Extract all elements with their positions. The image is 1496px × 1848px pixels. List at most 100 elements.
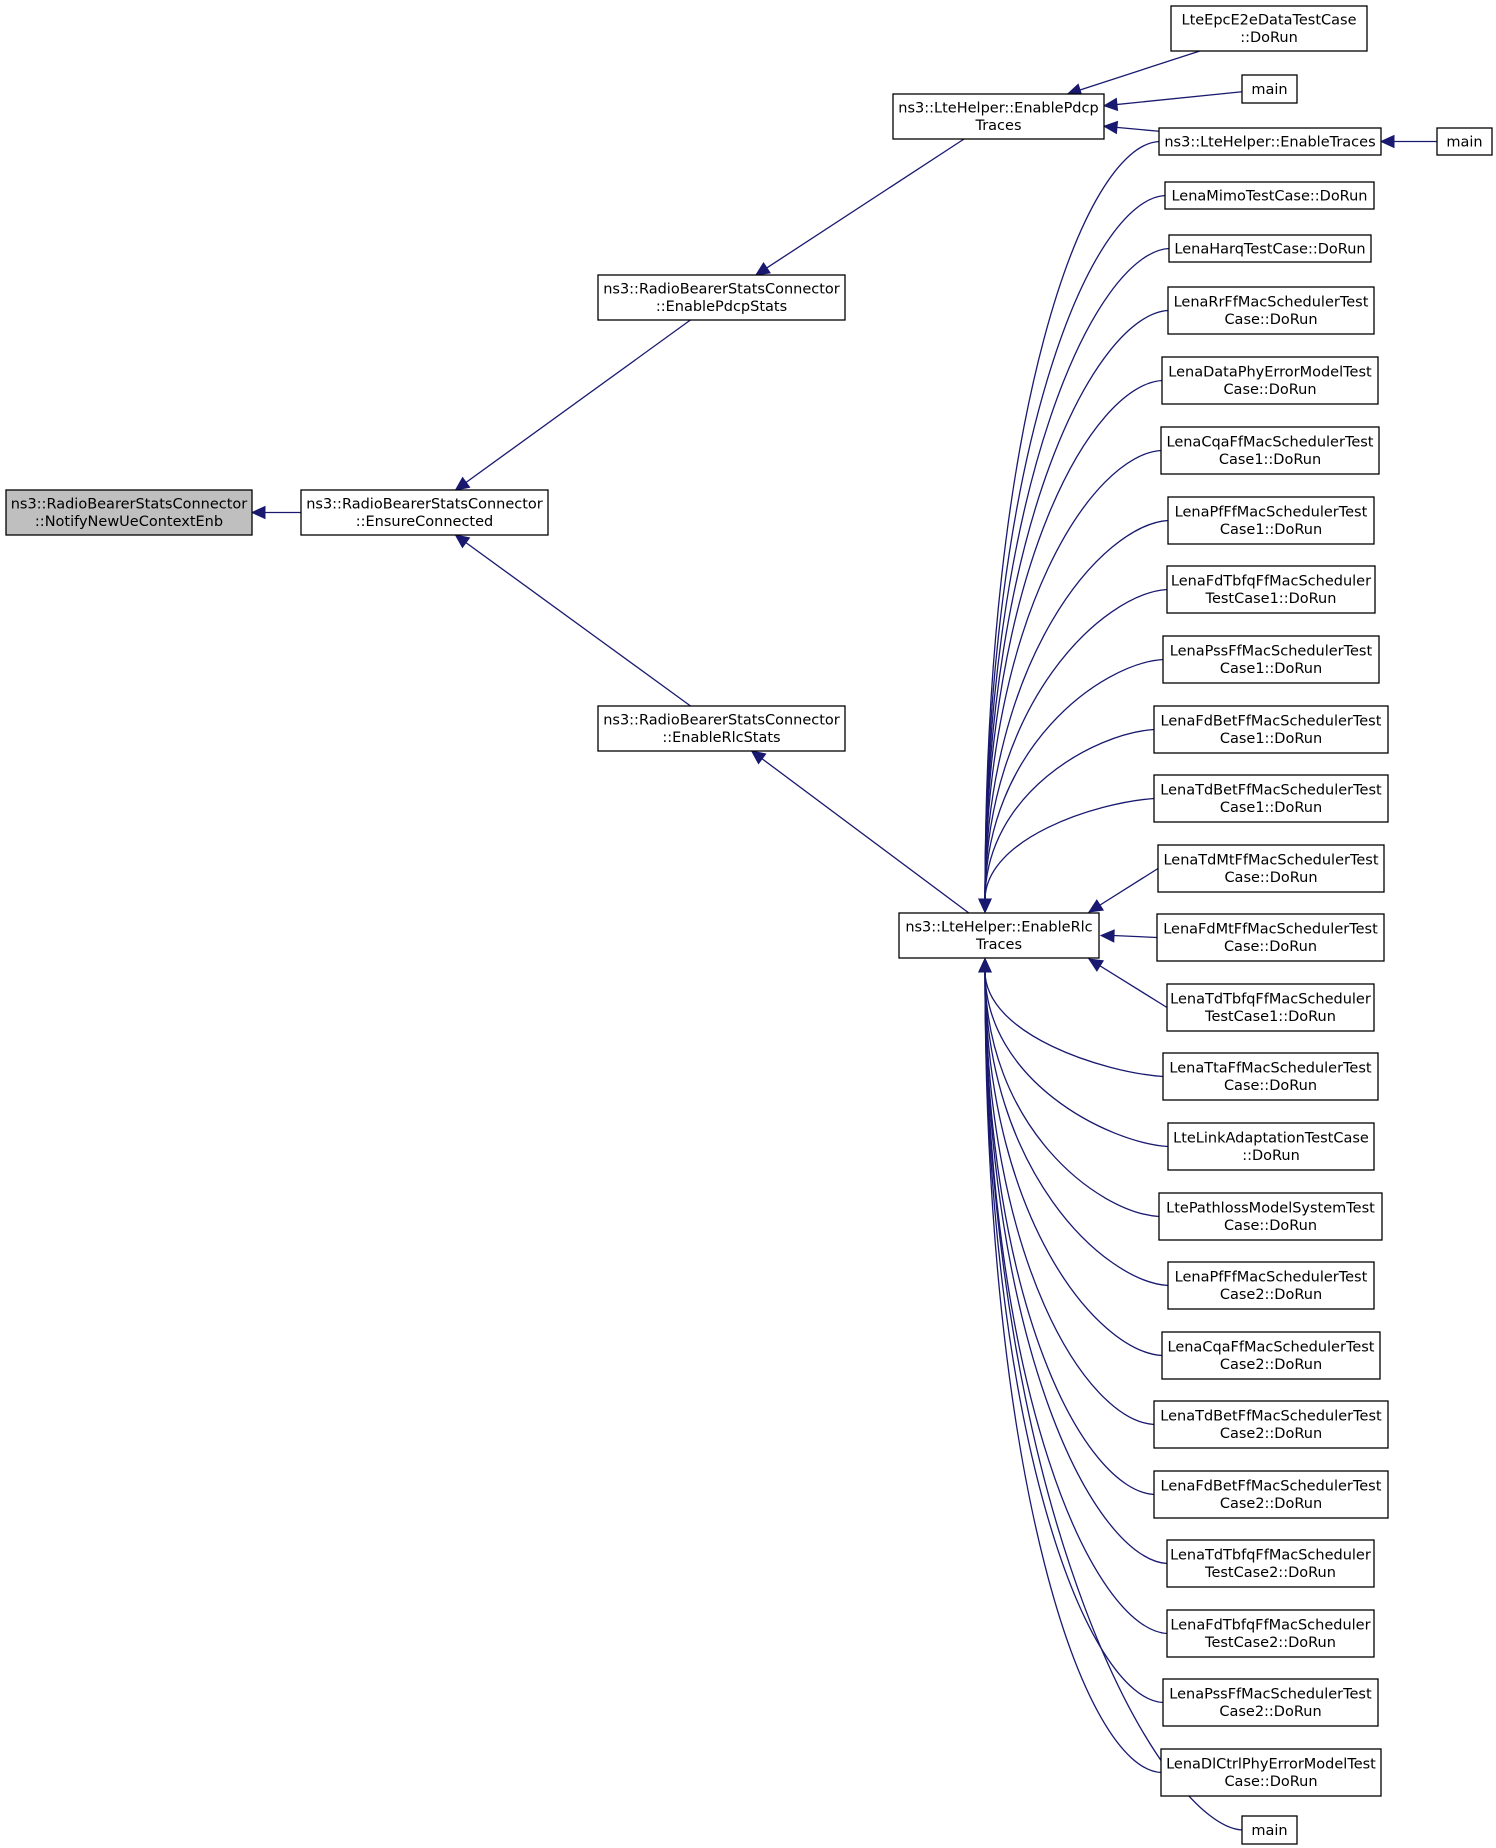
- edge-line: [1112, 934, 1158, 939]
- node-label-line: Case::DoRun: [1224, 1218, 1317, 1234]
- node-box: [898, 912, 1100, 959]
- edge-fdmt-to-rlctraces: [1099, 929, 1158, 943]
- edge-mimo-to-rlctraces: [978, 194, 1166, 914]
- node-box: [1158, 1192, 1383, 1241]
- edge-fdbet2-to-rlctraces: [978, 957, 1155, 1496]
- node-label-line: LenaFdBetFfMacSchedulerTest: [1161, 714, 1382, 730]
- edge-line: [984, 728, 1155, 901]
- node-rlcstats[interactable]: ns3::RadioBearerStatsConnector::EnableRl…: [597, 705, 846, 752]
- edge-line: [984, 140, 1160, 901]
- edge-line: [984, 970, 1155, 1496]
- node-label-line: Case1::DoRun: [1220, 661, 1322, 677]
- node-label-line: Traces: [974, 118, 1021, 134]
- edge-line: [984, 658, 1164, 901]
- node-ensure[interactable]: ns3::RadioBearerStatsConnector::EnsureCo…: [300, 489, 549, 536]
- node-label-line: LteLinkAdaptationTestCase: [1173, 1131, 1369, 1147]
- edge-harq-to-rlctraces: [978, 247, 1170, 914]
- node-label-line: LenaTdBetFfMacSchedulerTest: [1160, 783, 1382, 799]
- node-box: [5, 489, 253, 536]
- node-box: [1241, 74, 1298, 104]
- arrowhead: [454, 534, 471, 549]
- node-notify[interactable]: ns3::RadioBearerStatsConnector::NotifyNe…: [5, 489, 253, 536]
- node-box: [892, 93, 1105, 140]
- node-box: [1161, 1331, 1381, 1380]
- node-label-line: Case2::DoRun: [1220, 1357, 1322, 1373]
- node-box: [1166, 983, 1375, 1032]
- edge-dataphy-to-rlctraces: [978, 379, 1163, 914]
- node-label-line: LenaCqaFfMacSchedulerTest: [1167, 435, 1374, 451]
- node-label-line: LenaTtaFfMacSchedulerTest: [1169, 1061, 1372, 1077]
- node-box: [1164, 181, 1375, 210]
- arrowhead: [978, 957, 992, 973]
- node-main3[interactable]: main: [1241, 1815, 1298, 1845]
- edge-line: [984, 970, 1168, 1635]
- node-box: [1166, 565, 1376, 614]
- edge-enabletraces-to-pdcptraces: [1102, 120, 1160, 135]
- node-label-line: ns3::LteHelper::EnableTraces: [1164, 134, 1375, 150]
- edge-line: [1103, 91, 1243, 107]
- node-label-line: Case::DoRun: [1224, 939, 1317, 955]
- node-main1[interactable]: main: [1241, 74, 1298, 104]
- edge-ensure-to-notify: [250, 505, 301, 520]
- edge-pss1-to-rlctraces: [978, 658, 1164, 914]
- edge-tdtbfq1-to-rlctraces: [1087, 958, 1168, 1009]
- node-label-line: Case::DoRun: [1224, 1774, 1317, 1790]
- node-label-line: Case2::DoRun: [1220, 1287, 1322, 1303]
- node-label-line: ns3::RadioBearerStatsConnector: [603, 713, 840, 729]
- edge-line: [984, 970, 1169, 1148]
- node-harq[interactable]: LenaHarqTestCase::DoRun: [1168, 234, 1372, 263]
- node-box: [1167, 1261, 1375, 1310]
- node-box: [1241, 1815, 1298, 1845]
- edge-line: [984, 970, 1164, 1704]
- node-label-line: LenaDataPhyErrorModelTest: [1168, 365, 1372, 381]
- edge-line: [984, 194, 1166, 901]
- edge-line: [984, 519, 1169, 901]
- edge-main2-to-enabletraces: [1379, 134, 1437, 149]
- node-enabletraces[interactable]: ns3::LteHelper::EnableTraces: [1158, 127, 1382, 156]
- node-mimo[interactable]: LenaMimoTestCase::DoRun: [1164, 181, 1375, 210]
- node-label-line: ::EnsureConnected: [356, 514, 494, 530]
- edge-line: [755, 138, 965, 276]
- node-label-line: LenaFdTbfqFfMacScheduler: [1170, 1618, 1370, 1634]
- node-main2[interactable]: main: [1436, 127, 1493, 156]
- edge-fdbet1-to-rlctraces: [978, 728, 1155, 914]
- edge-line: [984, 970, 1155, 1426]
- node-epce2e[interactable]: LteEpcE2eDataTestCase::DoRun: [1170, 5, 1368, 52]
- node-label-line: TestCase1::DoRun: [1204, 1009, 1336, 1025]
- node-label-line: LenaPssFfMacSchedulerTest: [1169, 1687, 1372, 1703]
- node-label-line: LenaFdBetFfMacSchedulerTest: [1161, 1479, 1382, 1495]
- edge-line: [984, 449, 1162, 901]
- edge-line: [984, 970, 1164, 1078]
- node-label-line: ns3::RadioBearerStatsConnector: [306, 497, 543, 513]
- edge-line: [984, 970, 1169, 1287]
- node-label-line: ns3::RadioBearerStatsConnector: [603, 282, 840, 298]
- edge-enabletraces-to-rlctraces: [978, 140, 1160, 914]
- edge-line: [984, 247, 1170, 901]
- node-pdcpstats[interactable]: ns3::RadioBearerStatsConnector::EnablePd…: [597, 274, 846, 321]
- node-linkadapt[interactable]: LteLinkAdaptationTestCase::DoRun: [1167, 1122, 1375, 1171]
